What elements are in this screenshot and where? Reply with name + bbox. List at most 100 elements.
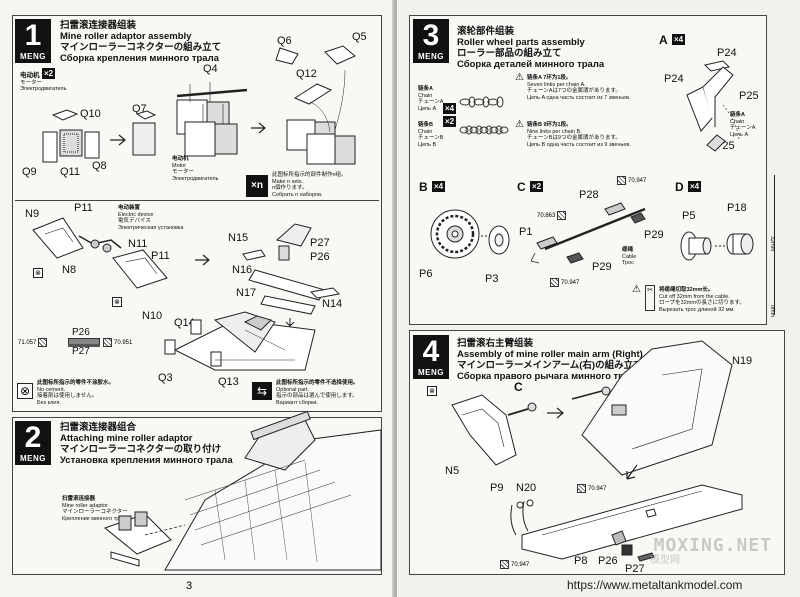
chain-jp: チェーンB [418, 135, 444, 141]
chain-en: Chain [418, 128, 433, 135]
motor-cn: 电动机 [20, 72, 40, 79]
legend-en: No cement. [37, 386, 66, 393]
chain-ru: Цепь A [418, 105, 437, 112]
part-label: P24 [664, 73, 684, 85]
step-number: 2 [24, 421, 42, 454]
title-ru: Установка крепления минного трала [60, 455, 233, 466]
part-label: Q8 [92, 160, 107, 172]
brush-icon [617, 176, 626, 185]
step-4-badge: 4 MENG [413, 335, 449, 379]
motor-jp: モーター [172, 169, 195, 175]
motor-jp: モーター [20, 79, 43, 86]
part-label: P6 [419, 268, 433, 280]
part-label: P26 [598, 555, 618, 567]
adaptor-ru: Крепление минного трала [62, 515, 129, 522]
subassembly-c-reference: C [514, 380, 523, 394]
no-cement-icon: ⊗ [33, 268, 43, 278]
part-label: P27 [310, 237, 330, 249]
note-ru: Вырезать трос длиной 32 мм. [659, 306, 735, 313]
brush-icon [557, 211, 567, 220]
part-label: P25 [739, 90, 759, 102]
make-n-sets-icon: ×n [246, 175, 268, 197]
part-label: P24 [717, 47, 737, 59]
title-ru: Сборка деталей минного трала [457, 59, 605, 70]
note-cn: 链条A 7环为1段。 [527, 75, 572, 81]
electric-device-drawing [15, 200, 385, 400]
part-label: P26 [310, 251, 330, 263]
watermark: MOXING.NET [653, 535, 772, 556]
subassembly-b-letter: B [419, 180, 428, 194]
title-en: Assembly of mine roller main arm (Right) [457, 349, 643, 360]
part-label: P8 [574, 555, 588, 567]
no-cement-legend-icon: ⊗ [17, 383, 33, 399]
ruler-top-label: 32mm [769, 236, 775, 252]
hub-drawing [675, 222, 755, 266]
motor-subassembly-drawing [15, 60, 385, 200]
motor-ru: Электродвигатель [20, 86, 67, 92]
paint-callout: 70.947 [550, 278, 579, 288]
part-label: Q9 [22, 166, 37, 178]
chain-en: Chain [418, 92, 433, 99]
part-label: Q14 [174, 317, 195, 329]
warning-icon: ⚠ [515, 72, 524, 83]
no-cement-legend: 此图标所指示的零件不涂胶水。 No cement. 接着剤は使用しません。 Бе… [37, 380, 114, 406]
chain-cn: 链条B [418, 122, 433, 128]
note-cn: 将缆绳切取32mm长。 [659, 287, 714, 293]
cut-icon: ✂ [645, 285, 655, 311]
chain-ru: Цепь B [418, 141, 437, 148]
part-label: P27 [625, 563, 645, 575]
paint-code: 70.947 [628, 178, 647, 185]
note-jp: ロープを32mmの長さに切ります。 [659, 300, 745, 306]
electric-cn: 电动装置 [118, 205, 141, 211]
paint-code: 70.947 [511, 562, 530, 569]
title-cn: 滚轮部件组装 [457, 26, 515, 37]
part-label: N5 [445, 465, 460, 477]
part-label: P29 [644, 229, 664, 241]
title-ru: Сборка правого рычага минного трала [457, 371, 641, 382]
motor-cn: 电动机 [172, 156, 189, 162]
motor-quantity: ×2 [42, 68, 56, 79]
adaptor-en: Mine roller adaptor [62, 502, 108, 509]
title-jp: マインローラーメインアーム(右)の組み立て [457, 360, 643, 371]
part-label: P9 [490, 482, 504, 494]
part-label: Q4 [203, 63, 218, 75]
note-ru: Собрать n наборов. [272, 191, 323, 198]
part-label: N20 [516, 482, 537, 494]
chain-b-drawing [459, 120, 509, 140]
right-page: 3 MENG 滚轮部件组装 Roller wheel parts assembl… [397, 0, 800, 597]
part-label: Q3 [158, 372, 173, 384]
legend-ru: Вариант сборки. [276, 399, 319, 406]
part-label: N19 [732, 355, 753, 367]
title-jp: マインローラーコネクターの組み立て [60, 42, 222, 53]
book-gutter [392, 0, 400, 597]
legend-cn: 此图标所指示的零件不选择使用。 [276, 380, 359, 386]
chain-b-note: 链条B 9环为1段。 Nine links per chain B. チェーンB… [527, 122, 631, 148]
note-jp: チェーンAは7つの金属環があります。 [527, 88, 621, 94]
part-label: N9 [25, 208, 40, 220]
part-label: P28 [579, 189, 599, 201]
no-cement-icon: ⊗ [427, 386, 437, 396]
motor-ru: Электродвигатель [172, 175, 219, 182]
chain-b-quantity: ×2 [443, 116, 457, 127]
motor-callout: 电动机 モーター Электродвигатель [20, 72, 67, 93]
part-label: Q10 [80, 108, 101, 120]
electric-en: Electric device [118, 211, 154, 218]
paint-part-label: P27 [72, 346, 90, 357]
note-en: Make n sets. [272, 178, 304, 185]
cable-ruler [774, 175, 784, 315]
cable-en: Cable [622, 253, 637, 260]
title-cn: 扫雷滚连接器组合 [60, 422, 137, 433]
paint-swatch-p27 [68, 344, 100, 347]
make-n-sets-note: 此图标所指示的部件制作n组。 Make n sets. n個作ります。 Собр… [272, 172, 347, 198]
part-label: N14 [322, 298, 343, 310]
subassembly-d-letter: D [675, 180, 684, 194]
motor-callout-2: 电动机 Motor モーター Электродвигатель [172, 156, 218, 182]
legend-en: Optional part. [276, 386, 310, 393]
part-label: Q6 [277, 35, 292, 47]
motor-en: Motor [172, 162, 187, 169]
part-label: P18 [727, 202, 747, 214]
brand-logo: MENG [20, 52, 46, 61]
tank-hull-drawing [15, 420, 381, 574]
step-2-badge: 2 MENG [15, 421, 51, 465]
step-2-title: 扫雷滚连接器组合 Attaching mine roller adaptor マ… [60, 422, 233, 466]
